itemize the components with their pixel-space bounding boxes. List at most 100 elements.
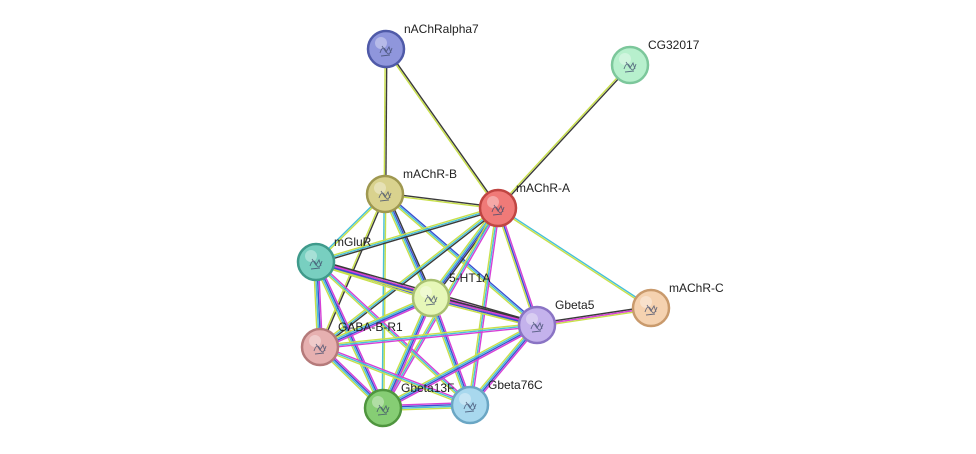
node-mAChR-B[interactable]: mAChR-B: [365, 167, 457, 214]
edge-strand: [469, 207, 499, 406]
edge-strand: [386, 48, 500, 208]
node-label: 5-HT1A: [449, 271, 490, 285]
edge-strand: [383, 325, 538, 410]
node-circle[interactable]: [450, 385, 490, 425]
edge-strand: [316, 260, 472, 405]
edge-5-HT1A-GABA-B-R1[interactable]: [318, 295, 433, 350]
node-circle[interactable]: [366, 29, 406, 69]
protein-structure-icon: [530, 321, 544, 333]
edge-strand: [320, 208, 500, 349]
edge-Gbeta5-GABA-B-R1[interactable]: [319, 322, 538, 350]
node-label: mAChR-C: [669, 281, 724, 295]
edge-strand: [536, 305, 651, 325]
node-highlight: [309, 335, 321, 347]
edge-strand: [498, 65, 632, 210]
node-highlight: [487, 196, 499, 208]
edge-strand: [383, 298, 433, 409]
node-circle[interactable]: [296, 242, 336, 282]
node-highlight: [374, 182, 386, 194]
edge-layer: [312, 48, 652, 412]
node-Gbeta13F[interactable]: Gbeta13F: [363, 381, 454, 428]
edge-strand: [319, 346, 471, 406]
edge-mGluR-Gbeta76C[interactable]: [314, 260, 472, 407]
node-highlight: [372, 396, 384, 408]
node-mAChR-A[interactable]: mAChR-A: [478, 181, 570, 228]
edge-strand: [497, 207, 538, 326]
node-label: GABA-B-R1: [338, 320, 403, 334]
edge-strand: [385, 49, 388, 195]
edge-strand: [497, 208, 651, 310]
edge-strand: [315, 261, 471, 406]
protein-structure-icon: [376, 404, 390, 416]
node-label: Gbeta5: [555, 298, 595, 312]
edge-strand: [320, 344, 471, 405]
node-circle[interactable]: [610, 45, 650, 85]
node-highlight: [420, 286, 432, 298]
protein-structure-icon: [309, 258, 323, 270]
node-5-HT1A[interactable]: 5-HT1A: [411, 271, 490, 318]
edge-mAChR-A-GABA-B-R1[interactable]: [318, 206, 500, 349]
node-CG32017[interactable]: CG32017: [610, 38, 700, 85]
node-highlight: [640, 296, 652, 308]
protein-structure-icon: [378, 190, 392, 202]
edge-strand: [498, 207, 540, 325]
edge-nAChRalpha7-mAChR-A[interactable]: [384, 48, 500, 209]
edge-mAChR-B-Gbeta13F[interactable]: [381, 193, 387, 409]
node-circle[interactable]: [365, 174, 405, 214]
edge-Gbeta5-Gbeta13F[interactable]: [381, 322, 539, 411]
edge-strand: [318, 295, 431, 346]
edge-strand: [315, 205, 498, 262]
edge-strand: [381, 322, 537, 407]
edge-strand: [314, 262, 470, 407]
edge-strand: [319, 322, 537, 347]
node-label: mAChR-A: [516, 181, 570, 195]
node-circle[interactable]: [478, 188, 518, 228]
edge-5-HT1A-Gbeta13F[interactable]: [380, 296, 434, 410]
node-label: CG32017: [648, 38, 700, 52]
node-layer: nAChRalpha7 CG32017 mAChR-B mAChR-A mGluR 5-H…: [296, 22, 724, 428]
node-nAChRalpha7[interactable]: nAChRalpha7: [366, 22, 479, 69]
node-circle[interactable]: [517, 305, 557, 345]
node-highlight: [459, 393, 471, 405]
protein-structure-icon: [644, 304, 658, 316]
edge-strand: [470, 208, 501, 406]
node-highlight: [375, 37, 387, 49]
node-mAChR-C[interactable]: mAChR-C: [631, 281, 724, 328]
edge-CG32017-mAChR-A[interactable]: [496, 63, 632, 210]
node-mGluR[interactable]: mGluR: [296, 235, 372, 282]
edge-strand: [318, 206, 498, 347]
node-Gbeta5[interactable]: Gbeta5: [517, 298, 595, 345]
node-label: Gbeta13F: [401, 381, 454, 395]
node-highlight: [305, 250, 317, 262]
edge-nAChRalpha7-mAChR-B[interactable]: [383, 48, 388, 195]
edge-strand: [320, 299, 433, 350]
edge-GABA-B-R1-Gbeta76C[interactable]: [319, 344, 471, 408]
edge-strand: [381, 297, 431, 408]
node-label: mGluR: [334, 235, 372, 249]
node-circle[interactable]: [363, 388, 403, 428]
edge-strand: [384, 298, 434, 410]
edge-strand: [320, 298, 432, 349]
edge-strand: [319, 347, 470, 408]
edge-mAChR-A-mGluR[interactable]: [315, 205, 499, 265]
node-circle[interactable]: [411, 278, 451, 318]
node-highlight: [526, 313, 538, 325]
node-circle[interactable]: [631, 288, 671, 328]
edge-mAChR-A-Gbeta5[interactable]: [495, 207, 540, 326]
edge-strand: [537, 308, 652, 328]
edge-strand: [320, 325, 538, 350]
edge-strand: [498, 206, 652, 308]
edge-strand: [380, 296, 430, 408]
edge-mAChR-A-mAChR-C[interactable]: [497, 206, 652, 310]
edge-strand: [319, 207, 499, 348]
protein-structure-icon: [463, 401, 477, 413]
protein-structure-icon: [623, 61, 637, 73]
node-label: Gbeta76C: [488, 378, 543, 392]
edge-strand: [319, 296, 431, 347]
node-GABA-B-R1[interactable]: GABA-B-R1: [300, 320, 403, 367]
protein-structure-icon: [379, 45, 393, 57]
edge-strand: [495, 208, 537, 326]
node-circle[interactable]: [300, 327, 340, 367]
node-Gbeta76C[interactable]: Gbeta76C: [450, 378, 543, 425]
